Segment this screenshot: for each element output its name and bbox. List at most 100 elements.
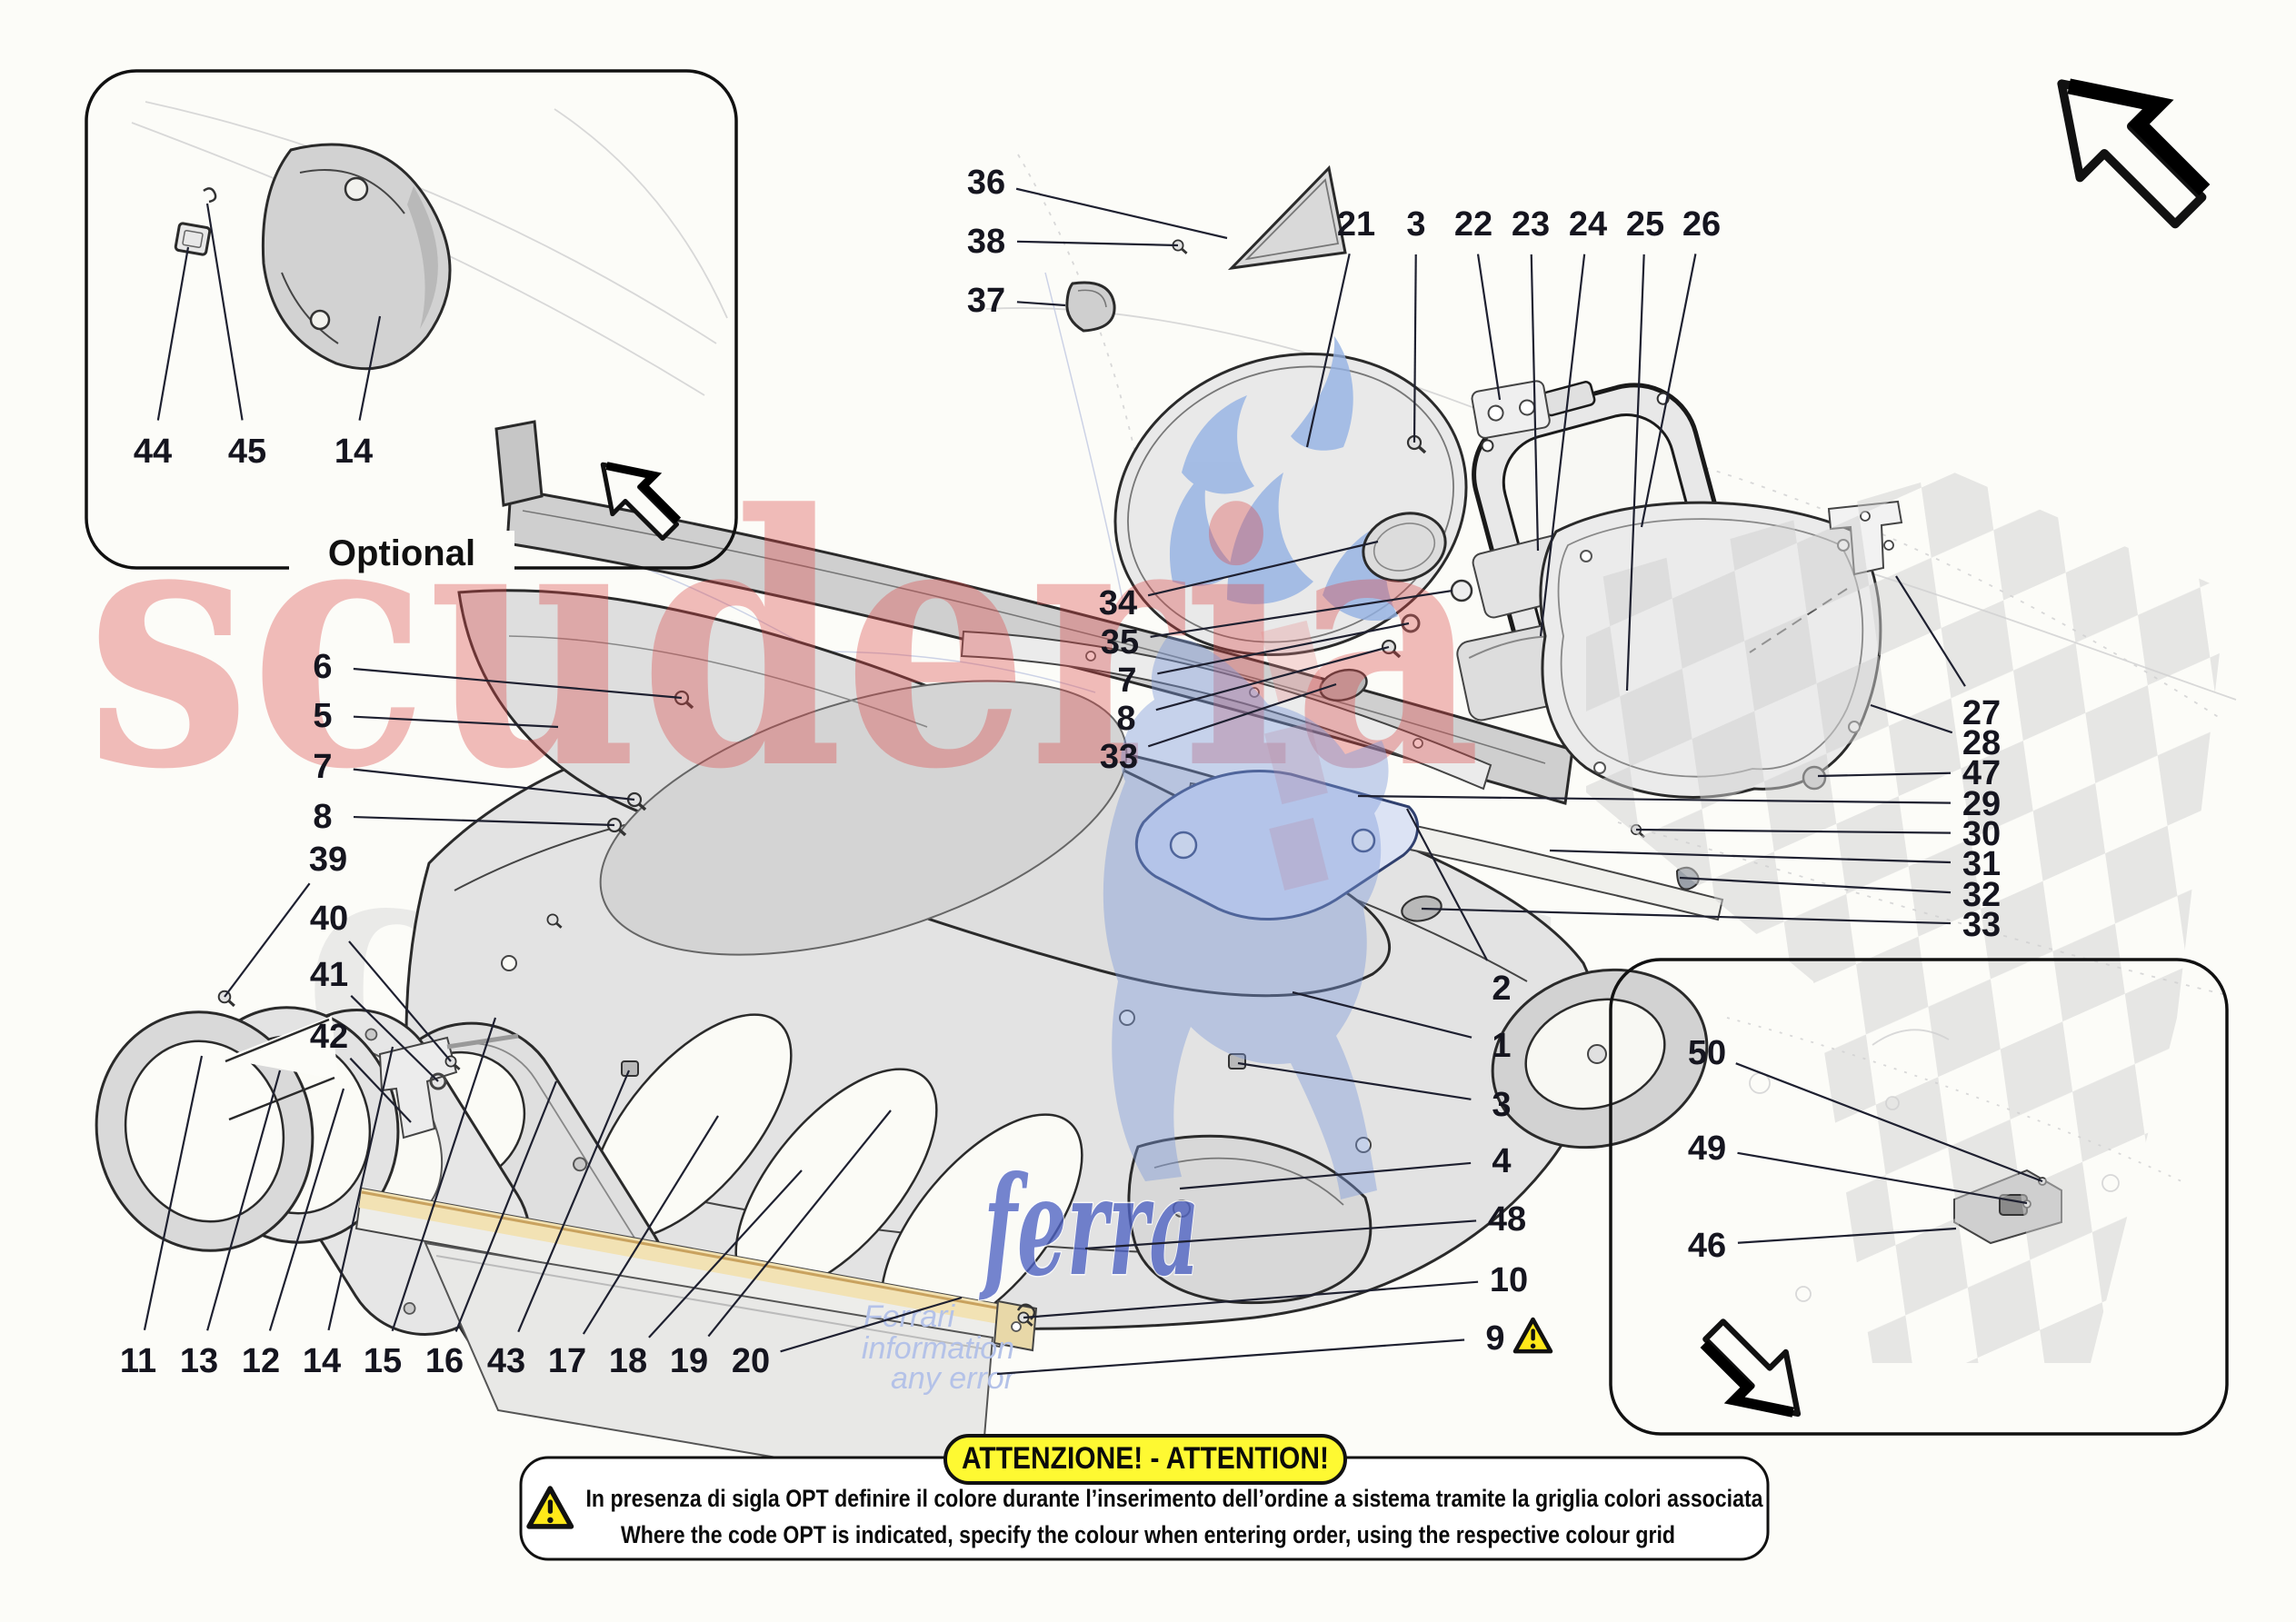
callout-35: 35 — [1101, 589, 1453, 662]
callout-10: 10 — [1023, 1261, 1528, 1319]
leader-line-8 — [353, 815, 615, 827]
callout-number-44: 44 — [134, 433, 172, 471]
callout-38: 38 — [967, 223, 1179, 261]
callout-number-45: 45 — [228, 433, 266, 471]
callout-number-9: 9 — [1485, 1319, 1504, 1358]
leader-line-41 — [350, 995, 439, 1082]
callout-number-37: 37 — [967, 282, 1005, 320]
leader-line-45 — [205, 203, 244, 421]
callout-number-12: 12 — [242, 1342, 280, 1380]
callout-1: 1 — [1292, 990, 1512, 1065]
callout-number-23: 23 — [1512, 205, 1550, 244]
callout-42: 42 — [310, 1018, 412, 1123]
leader-line-8 — [1155, 645, 1390, 711]
callout-number-33: 33 — [1100, 738, 1138, 776]
callout-number-43: 43 — [487, 1342, 525, 1380]
callout-number-26: 26 — [1682, 205, 1721, 244]
watermark-scuderia: scuderia — [86, 439, 1482, 845]
svg-text:Ferrari: Ferrari — [863, 1299, 956, 1334]
leader-line-17 — [582, 1115, 719, 1335]
callout-3-right: 3 — [1237, 1061, 1512, 1124]
leader-line-39 — [224, 882, 311, 998]
callout-40: 40 — [310, 900, 452, 1062]
callout-number-42: 42 — [310, 1018, 348, 1056]
callout-33-mid: 33 — [1100, 682, 1337, 776]
leader-line-46 — [1737, 1227, 1957, 1244]
callout-45: 45 — [205, 203, 266, 471]
callout-50: 50 — [1688, 1034, 2043, 1183]
callout-7-left: 7 — [313, 748, 635, 801]
leader-line-22 — [1476, 254, 1502, 401]
callout-number-36: 36 — [967, 164, 1005, 202]
callout-27: 27 — [1895, 575, 2001, 732]
leader-line-14 — [358, 315, 382, 421]
callout-16: 16 — [425, 1080, 558, 1380]
callout-number-2: 2 — [1492, 970, 1511, 1008]
optional-label-bg — [289, 531, 514, 574]
callout-9: 9 — [996, 1319, 1551, 1376]
callout-44: 44 — [134, 246, 190, 471]
callout-number-7: 7 — [1117, 662, 1136, 700]
callout-number-10: 10 — [1490, 1261, 1528, 1299]
leader-line-13 — [206, 1070, 282, 1331]
speaker-membrane — [1113, 336, 1468, 657]
callout-7-mid: 7 — [1117, 622, 1410, 700]
handle-rail — [960, 630, 1492, 791]
callout-39: 39 — [224, 841, 347, 998]
callout-21: 21 — [1305, 205, 1375, 448]
watermark-ferrari-partial: ferra — [979, 1147, 1200, 1307]
callout-number-39: 39 — [309, 841, 347, 879]
clip-43 — [621, 1060, 639, 1077]
callout-number-16: 16 — [425, 1342, 464, 1380]
callout-11: 11 — [120, 1055, 204, 1380]
callout-number-15: 15 — [364, 1342, 402, 1380]
callout-6: 6 — [313, 648, 683, 700]
leader-line-3 — [1237, 1061, 1472, 1100]
leader-line-7 — [353, 768, 635, 801]
leader-line-48 — [1084, 1219, 1477, 1250]
leader-line-23 — [1530, 254, 1540, 552]
svg-text:any error: any error — [891, 1361, 1016, 1396]
trim-rail-end-tab — [494, 420, 544, 507]
attention-badge-pill — [943, 1434, 1347, 1485]
callout-number-24: 24 — [1569, 205, 1607, 244]
callout-number-29: 29 — [1962, 785, 2001, 823]
callout-number-7: 7 — [313, 748, 332, 786]
leader-line-36 — [1015, 187, 1228, 240]
leader-line-20 — [780, 1296, 963, 1353]
optional-pin-45 — [203, 187, 217, 204]
leader-line-2 — [1406, 808, 1489, 961]
callout-17: 17 — [548, 1115, 719, 1380]
callout-number-50: 50 — [1688, 1034, 1726, 1072]
callout-41: 41 — [310, 956, 439, 1082]
leader-line-35 — [1150, 589, 1453, 638]
leader-line-6 — [353, 667, 683, 700]
callout-14-optional: 14 — [334, 315, 382, 471]
svg-text:information: information — [862, 1331, 1014, 1366]
callout-number-33: 33 — [1962, 906, 2001, 944]
callout-number-48: 48 — [1488, 1200, 1526, 1239]
callout-number-27: 27 — [1962, 694, 2001, 732]
callout-32: 32 — [1679, 876, 2001, 914]
callout-number-3: 3 — [1406, 205, 1425, 244]
callout-2: 2 — [1406, 808, 1512, 1008]
callout-33-right: 33 — [1421, 906, 2001, 944]
callout-number-32: 32 — [1962, 876, 2001, 914]
washer-41 — [429, 1072, 447, 1090]
callout-4: 4 — [1179, 1142, 1512, 1190]
leader-line-26 — [1640, 254, 1697, 528]
callout-number-6: 6 — [313, 648, 332, 686]
leader-line-5 — [353, 715, 559, 729]
callout-number-38: 38 — [967, 223, 1005, 261]
door-pocket-recess — [1491, 968, 1709, 1149]
attention-note: ATTENZIONE! - ATTENTION! In presenza di … — [519, 1434, 1770, 1561]
leader-line-11 — [143, 1055, 204, 1330]
callout-47: 47 — [1817, 754, 2001, 792]
callout-37: 37 — [967, 282, 1066, 320]
callout-number-3: 3 — [1492, 1086, 1511, 1124]
washer-7 — [1401, 613, 1421, 633]
optional-label: Optional — [328, 533, 475, 573]
callout-number-8: 8 — [313, 798, 332, 836]
